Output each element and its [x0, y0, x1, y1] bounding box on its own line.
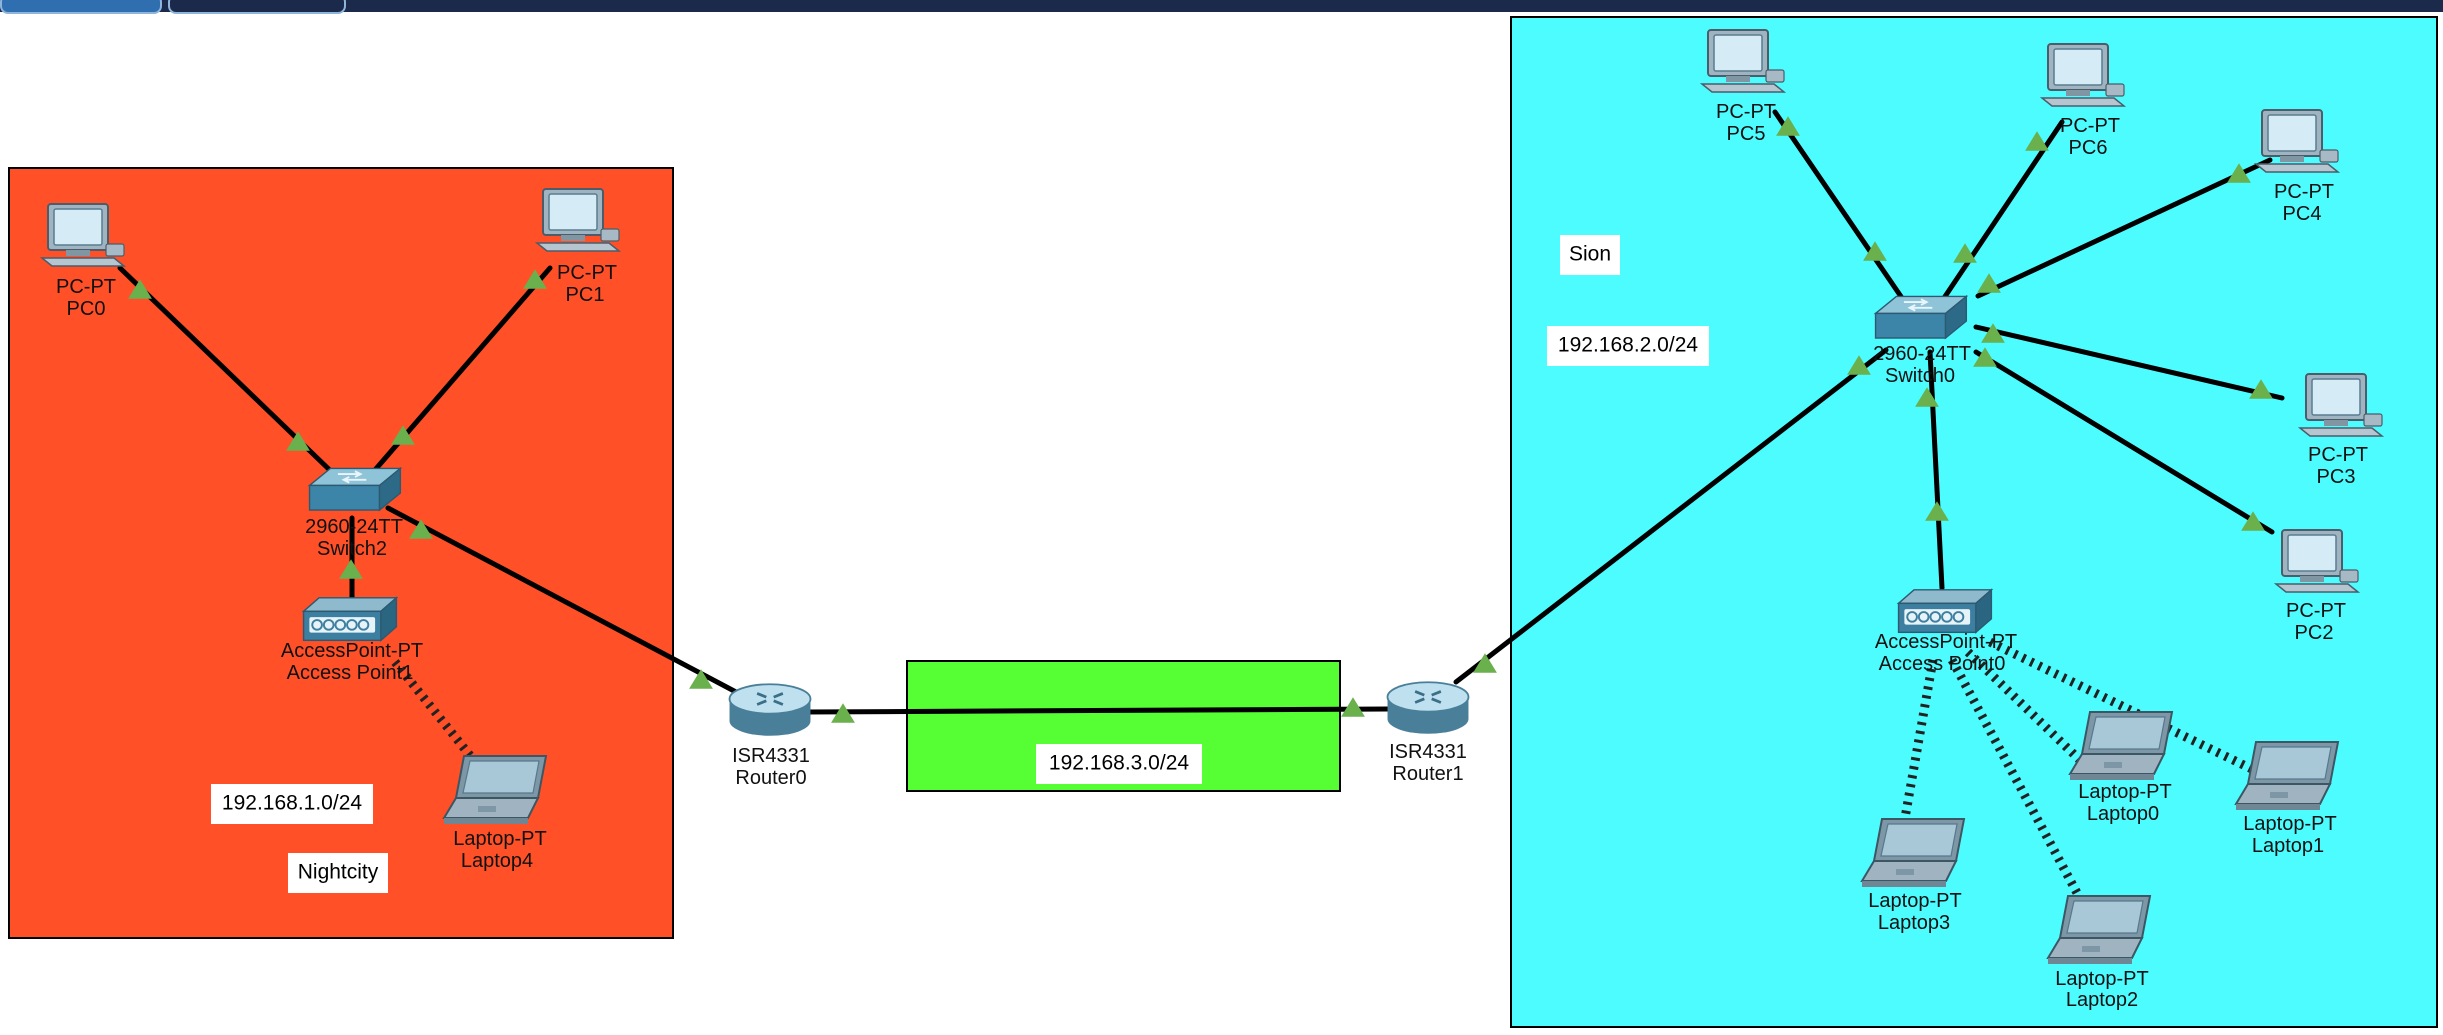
device-name-label: PC5 — [1727, 123, 1766, 145]
wan-subnet-note[interactable]: 192.168.3.0/24 — [1036, 744, 1202, 784]
device-name-label: PC4 — [2283, 203, 2322, 225]
device-model-label: PC-PT — [2060, 115, 2120, 137]
access-point-icon — [302, 596, 398, 642]
device-router0[interactable]: ISR4331 Router0 — [728, 682, 812, 789]
device-pc0[interactable]: PC-PT PC0 — [41, 203, 125, 320]
device-name-label: Laptop3 — [1878, 912, 1950, 934]
area-name-label: Nightcity — [298, 861, 379, 884]
nightcity-subnet-note[interactable]: 192.168.1.0/24 — [211, 784, 373, 824]
device-model-label: Laptop-PT — [2078, 781, 2171, 803]
device-switch0[interactable]: 2960-24TT Switch0 — [1873, 295, 1971, 387]
device-pc5[interactable]: PC-PT PC5 — [1701, 29, 1785, 145]
sion-subnet-note[interactable]: 192.168.2.0/24 — [1547, 326, 1709, 366]
link-pc6-switch0[interactable] — [1941, 119, 2065, 301]
device-name-label: Laptop0 — [2087, 803, 2159, 825]
device-name-label: Laptop4 — [461, 850, 533, 872]
link-pc3-switch0[interactable] — [1973, 324, 2285, 401]
wireless-links — [391, 637, 2260, 909]
device-laptop4[interactable]: Laptop-PT Laptop4 — [443, 755, 547, 872]
wireless-ap0-laptop0[interactable] — [1964, 648, 2091, 771]
device-name-label: Router0 — [735, 767, 806, 789]
device-model-label: PC-PT — [2286, 600, 2346, 622]
device-model-label: Laptop-PT — [453, 828, 546, 850]
device-model-label: AccessPoint-PT — [1875, 631, 2017, 653]
link-pc4-switch0[interactable] — [1975, 157, 2273, 299]
access-point-icon — [1897, 588, 1993, 634]
subnet-label: 192.168.3.0/24 — [1049, 752, 1189, 775]
device-router1[interactable]: ISR4331 Router1 — [1386, 680, 1470, 785]
subnet-label: 192.168.2.0/24 — [1558, 334, 1698, 357]
device-pc3[interactable]: PC-PT PC3 — [2299, 373, 2383, 488]
nightcity-name-note[interactable]: Nightcity — [288, 853, 388, 893]
device-laptop3[interactable]: Laptop-PT Laptop3 — [1861, 818, 1965, 934]
app-top-bar — [0, 0, 2443, 14]
device-name-label: Router1 — [1392, 763, 1463, 785]
router-icon — [728, 682, 812, 738]
device-laptop2[interactable]: Laptop-PT Laptop2 — [2047, 895, 2151, 1011]
device-model-label: ISR4331 — [1389, 741, 1467, 763]
device-switch2[interactable]: 2960-24TT Switch2 — [305, 467, 403, 560]
subnet-label: 192.168.1.0/24 — [222, 792, 362, 815]
device-name-label: Access Point1 — [287, 662, 414, 684]
toolbar-tab-2[interactable] — [168, 0, 346, 14]
device-model-label: PC-PT — [2274, 181, 2334, 203]
sion-name-note[interactable]: Sion — [1560, 235, 1620, 275]
wireless-ap1-laptop4[interactable] — [391, 659, 488, 776]
device-laptop1[interactable]: Laptop-PT Laptop1 — [2235, 741, 2339, 857]
device-name-label: Access Point0 — [1879, 653, 2006, 675]
device-pc1[interactable]: PC-PT PC1 — [536, 188, 620, 306]
area-name-label: Sion — [1569, 243, 1611, 266]
device-pc2[interactable]: PC-PT PC2 — [2275, 529, 2359, 644]
device-model-label: AccessPoint-PT — [281, 640, 423, 662]
device-name-label: PC2 — [2295, 622, 2334, 644]
device-ap0[interactable]: AccessPoint-PT Access Point0 — [1875, 588, 2017, 675]
router-icon — [1386, 680, 1470, 736]
device-name-label: PC6 — [2069, 137, 2108, 159]
link-router1-switch0[interactable] — [1453, 347, 1889, 685]
link-pc2-switch0[interactable] — [1973, 349, 2275, 535]
device-name-label: PC3 — [2317, 466, 2356, 488]
device-name-label: Laptop2 — [2066, 989, 2138, 1011]
device-name-label: PC1 — [566, 284, 605, 306]
switch-icon — [308, 467, 402, 511]
device-model-label: ISR4331 — [732, 745, 810, 767]
device-model-label: PC-PT — [56, 276, 116, 298]
switch-icon — [1874, 295, 1968, 339]
link-router0-router1[interactable] — [803, 706, 1391, 715]
device-name-label: Laptop1 — [2252, 835, 2324, 857]
device-model-label: PC-PT — [2308, 444, 2368, 466]
toolbar-tab-1[interactable] — [0, 0, 162, 14]
device-model-label: Laptop-PT — [2055, 968, 2148, 990]
link-pc5-switch0[interactable] — [1772, 109, 1905, 301]
device-model-label: Laptop-PT — [2243, 813, 2336, 835]
device-pc6[interactable]: PC-PT PC6 — [2041, 43, 2125, 159]
device-model-label: PC-PT — [557, 262, 617, 284]
link-switch2-router0[interactable] — [385, 505, 739, 695]
device-model-label: Laptop-PT — [1868, 890, 1961, 912]
device-model-label: 2960-24TT — [305, 516, 403, 538]
device-pc4[interactable]: PC-PT PC4 — [2255, 109, 2339, 225]
device-name-label: Switch2 — [317, 538, 387, 560]
device-laptop0[interactable]: Laptop-PT Laptop0 — [2069, 711, 2173, 825]
device-name-label: PC0 — [67, 298, 106, 320]
wireless-ap0-laptop2[interactable] — [1948, 657, 2088, 909]
device-model-label: 2960-24TT — [1873, 343, 1971, 365]
link-ap0-switch0[interactable] — [1927, 349, 1945, 591]
device-name-label: Switch0 — [1885, 365, 1955, 387]
device-ap1[interactable]: AccessPoint-PT Access Point1 — [281, 596, 423, 684]
device-model-label: PC-PT — [1716, 101, 1776, 123]
